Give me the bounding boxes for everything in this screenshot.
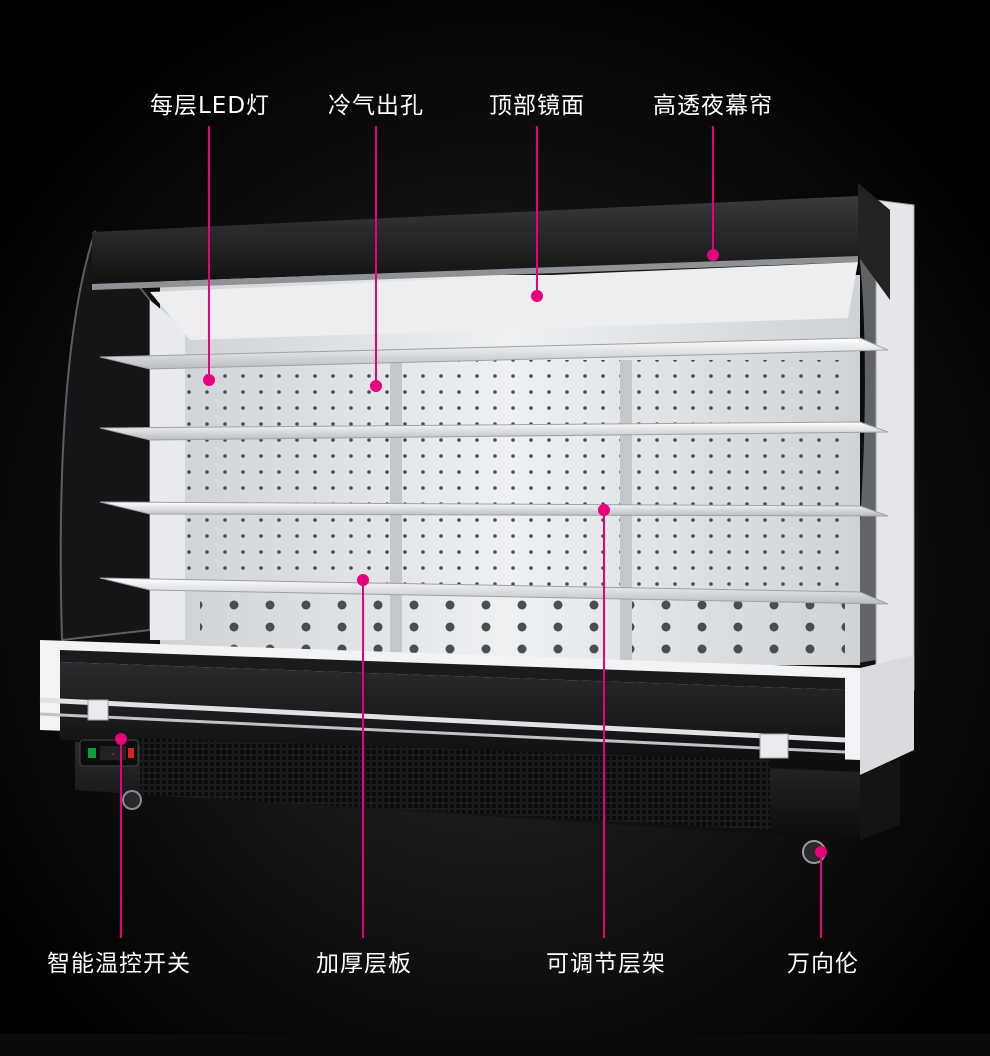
callout-adjustable-rack: 可调节层架 (546, 951, 666, 977)
callout-led-lights: 每层LED灯 (149, 93, 271, 119)
bottom-strip (0, 1034, 990, 1056)
marker-curtain (707, 249, 719, 261)
callout-night-curtain: 高透夜幕帘 (653, 93, 773, 119)
thermostat-display: - (110, 749, 116, 760)
callout-thick-shelf: 加厚层板 (316, 951, 412, 977)
shelves (99, 337, 889, 605)
marker-rack (598, 504, 610, 516)
marker-thermostat (115, 733, 127, 745)
callout-thermostat-switch: 智能温控开关 (47, 951, 191, 977)
callout-top-mirror: 顶部镜面 (489, 93, 585, 119)
marker-caster (815, 846, 827, 858)
callout-cold-air-vents: 冷气出孔 (328, 93, 424, 119)
marker-mirror (531, 290, 543, 302)
marker-shelf (357, 574, 369, 586)
callout-caster-wheel: 万向伦 (787, 951, 859, 977)
marker-vent (370, 380, 382, 392)
marker-led (203, 374, 215, 386)
